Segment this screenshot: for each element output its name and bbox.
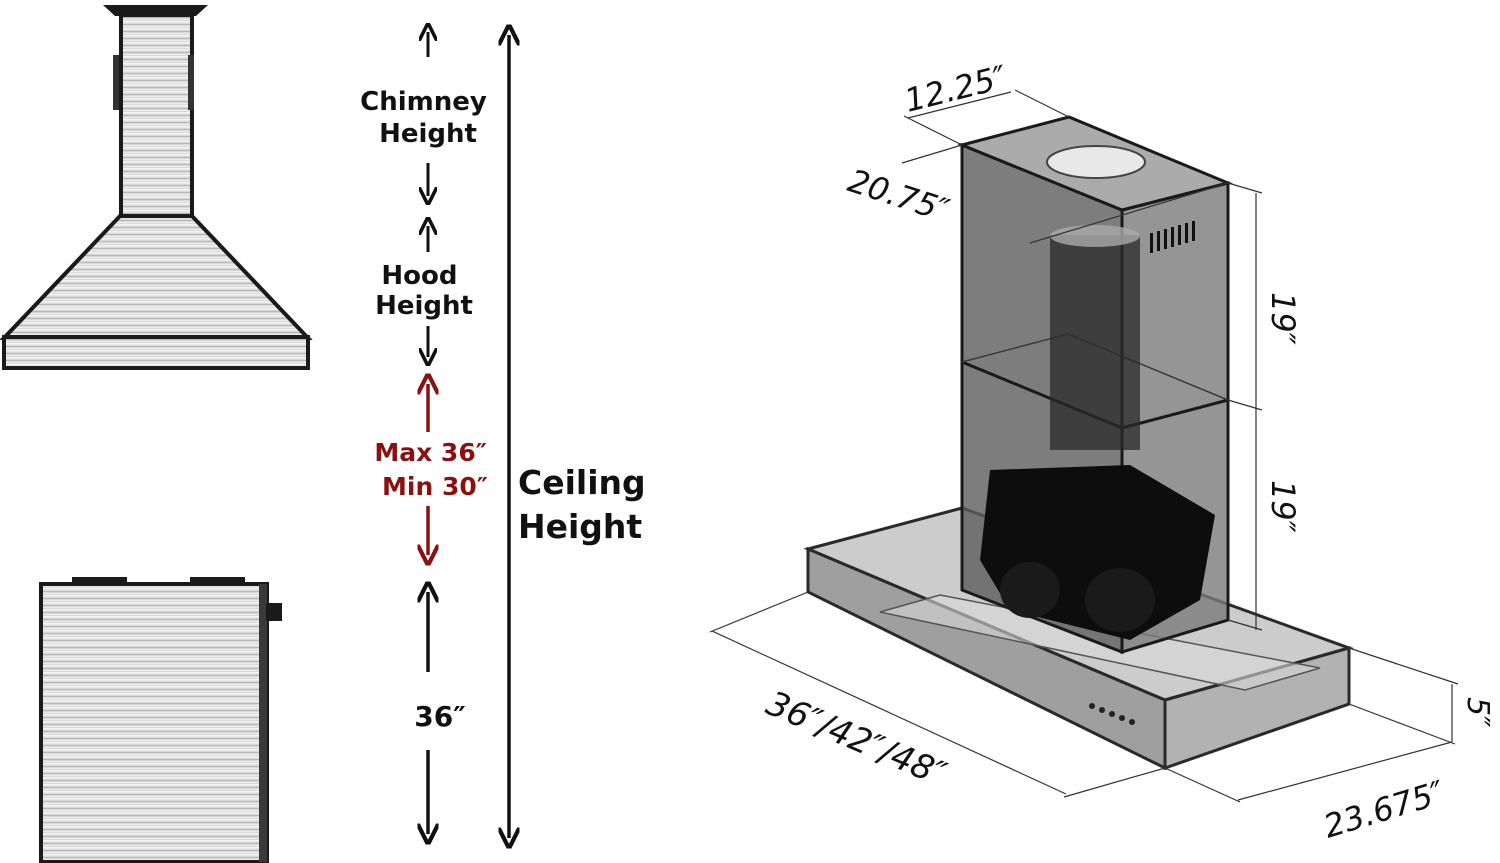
hood-body-height-label: 5″ [1460,697,1495,728]
upper-section-height-label: 19″ [1264,292,1302,345]
dimension-lines [709,89,1459,803]
clearance-label: Max 36″ Min 30″ [374,438,495,501]
vent-slots [1150,221,1195,253]
isometric-hood [803,115,1354,771]
chimney-height-label: Chimney Height [360,87,496,149]
chimney-width-label: 12.25″ [901,58,1011,120]
range-silhouette [39,577,282,863]
inner-duct [1050,235,1140,450]
counter-height-label: 36″ [414,700,465,733]
lower-section-height-label: 19″ [1264,480,1302,533]
hood-widths-label: 36″/42″/48″ [760,683,952,794]
ceiling-height-label: Ceiling Height [518,463,657,546]
control-panel [1089,703,1135,725]
duct-opening [1046,145,1146,179]
hood-depth-label: 23.675″ [1319,773,1449,846]
blower-motor [980,465,1215,640]
hood-height-label: Hood Height [375,261,473,321]
chimney-depth-label: 20.75″ [844,161,954,229]
hood-silhouette [0,5,313,370]
